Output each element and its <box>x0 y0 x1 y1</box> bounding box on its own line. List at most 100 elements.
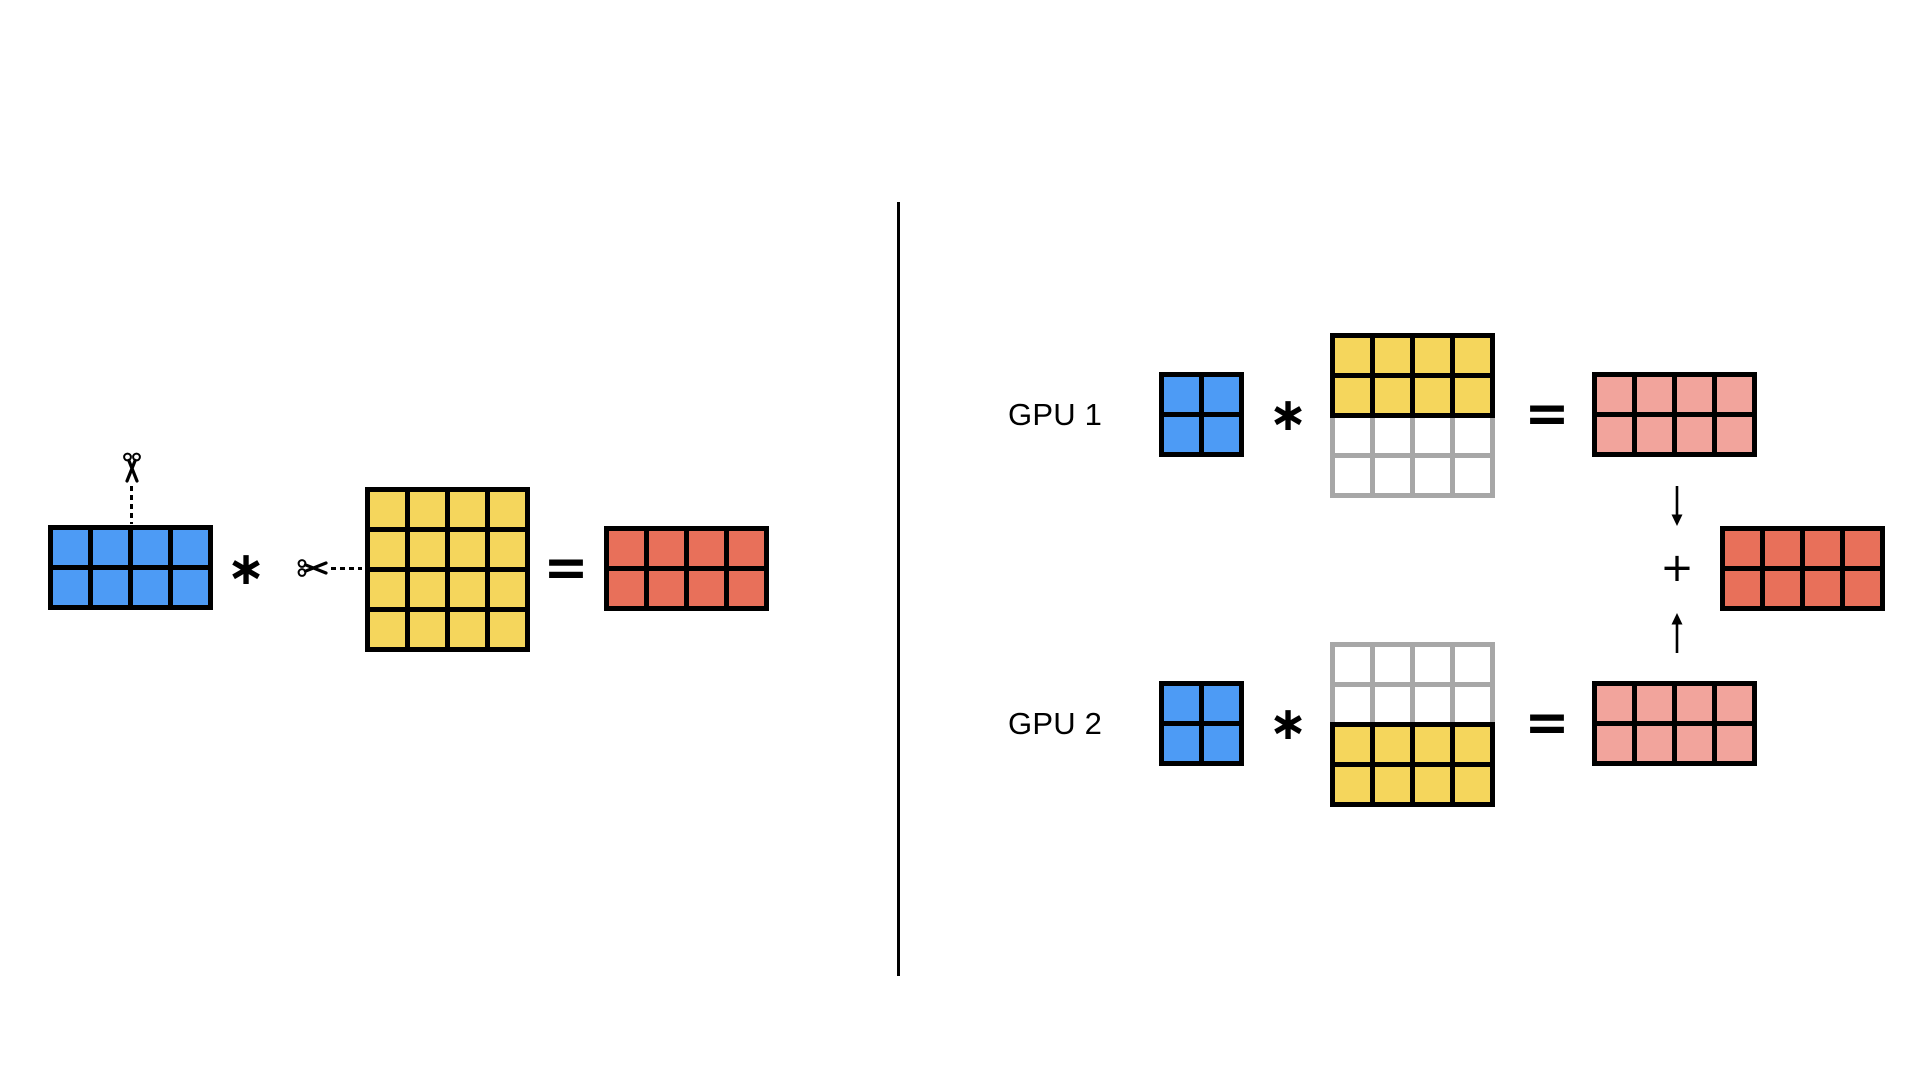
matrix-cell <box>1765 571 1800 606</box>
matrix-cell <box>1455 687 1490 722</box>
row-cut-line <box>331 567 362 570</box>
matrix-cell <box>1415 647 1450 682</box>
matrix-cell <box>1204 417 1239 452</box>
gpu2-partial-result-matrix <box>1592 681 1757 766</box>
matrix-cell <box>1375 727 1410 762</box>
arrow-down-icon <box>1669 486 1685 526</box>
matrix-cell <box>1717 726 1752 761</box>
matrix-cell <box>370 532 405 567</box>
column-cut-line <box>130 486 133 524</box>
matrix-block <box>1330 333 1495 418</box>
matrix-block <box>1330 642 1495 722</box>
matrix-cell <box>1164 377 1199 412</box>
matrix-cell <box>1845 531 1880 566</box>
matrix-cell <box>1375 687 1410 722</box>
matrix-cell <box>410 572 445 607</box>
final-result-matrix <box>1720 526 1885 611</box>
matrix-cell <box>1335 767 1370 802</box>
matrix-block <box>1159 372 1244 457</box>
matrix-block <box>1720 526 1885 611</box>
equals-operator: = <box>543 536 589 599</box>
matrix-cell <box>370 612 405 647</box>
matrix-cell <box>1717 417 1752 452</box>
matrix-cell <box>1204 377 1239 412</box>
matrix-cell <box>1677 726 1712 761</box>
matrix-cell <box>133 570 168 605</box>
section-divider <box>897 202 900 976</box>
matrix-cell <box>1717 686 1752 721</box>
matrix-cell <box>173 570 208 605</box>
matrix-cell <box>1415 338 1450 373</box>
gpu1-multiply-operator: ∗ <box>1268 387 1308 441</box>
matrix-block <box>1592 372 1757 457</box>
matrix-block <box>604 526 769 611</box>
matrix-cell <box>93 530 128 565</box>
matrix-cell <box>1415 458 1450 493</box>
matrix-cell <box>1805 571 1840 606</box>
matrix-cell <box>93 570 128 605</box>
gpu2-matrix-b-shard <box>1330 642 1495 807</box>
matrix-cell <box>1845 571 1880 606</box>
matrix-cell <box>1164 686 1199 721</box>
arrow-up-icon <box>1669 613 1685 653</box>
matrix-cell <box>1335 458 1370 493</box>
matrix-cell <box>1415 378 1450 413</box>
matrix-cell <box>1677 417 1712 452</box>
scissors-right-icon <box>297 557 329 579</box>
matrix-cell <box>1455 418 1490 453</box>
matrix-cell <box>1455 338 1490 373</box>
matrix-cell <box>1375 458 1410 493</box>
matrix-cell <box>1415 767 1450 802</box>
matrix-cell <box>1597 417 1632 452</box>
matrix-cell <box>649 571 684 606</box>
scissors-down-icon <box>121 452 143 484</box>
matrix-cell <box>370 572 405 607</box>
matrix-cell <box>1375 418 1410 453</box>
matrix-cell <box>410 492 445 527</box>
matrix-cell <box>1805 531 1840 566</box>
matrix-cell <box>1455 767 1490 802</box>
matrix-cell <box>53 570 88 605</box>
matrix-cell <box>689 571 724 606</box>
matrix-cell <box>1677 377 1712 412</box>
gpu2-multiply-operator: ∗ <box>1268 696 1308 750</box>
matrix-cell <box>1597 686 1632 721</box>
matrix-cell <box>1597 726 1632 761</box>
matrix-cell <box>1335 378 1370 413</box>
matrix-cell <box>1335 338 1370 373</box>
matrix-cell <box>1335 418 1370 453</box>
matrix-cell <box>689 531 724 566</box>
matrix-cell <box>53 530 88 565</box>
gpu1-label: GPU 1 <box>1008 397 1103 432</box>
matrix-cell <box>1455 727 1490 762</box>
matrix-cell <box>1725 571 1760 606</box>
plus-operator: + <box>1660 545 1694 591</box>
matrix-cell <box>1415 418 1450 453</box>
matrix-cell <box>729 531 764 566</box>
matrix-cell <box>1677 686 1712 721</box>
gpu1-matrix-a-shard <box>1159 372 1244 457</box>
matrix-cell <box>1725 531 1760 566</box>
matrix-cell <box>1204 686 1239 721</box>
matrix-cell <box>1335 687 1370 722</box>
matrix-cell <box>450 532 485 567</box>
matrix-cell <box>1455 378 1490 413</box>
gpu1-matrix-b-shard <box>1330 333 1495 498</box>
matrix-b <box>365 487 530 652</box>
matrix-cell <box>1765 531 1800 566</box>
matrix-block <box>1330 722 1495 807</box>
matrix-block <box>1159 681 1244 766</box>
matrix-cell <box>1455 647 1490 682</box>
matrix-cell <box>1164 726 1199 761</box>
matrix-cell <box>490 492 525 527</box>
matrix-cell <box>1415 687 1450 722</box>
matrix-cell <box>1637 377 1672 412</box>
matrix-cell <box>609 531 644 566</box>
matrix-cell <box>1637 726 1672 761</box>
matrix-cell <box>1335 727 1370 762</box>
gpu2-matrix-a-shard <box>1159 681 1244 766</box>
matrix-cell <box>490 532 525 567</box>
matrix-block <box>1330 418 1495 498</box>
matrix-block <box>365 487 530 652</box>
